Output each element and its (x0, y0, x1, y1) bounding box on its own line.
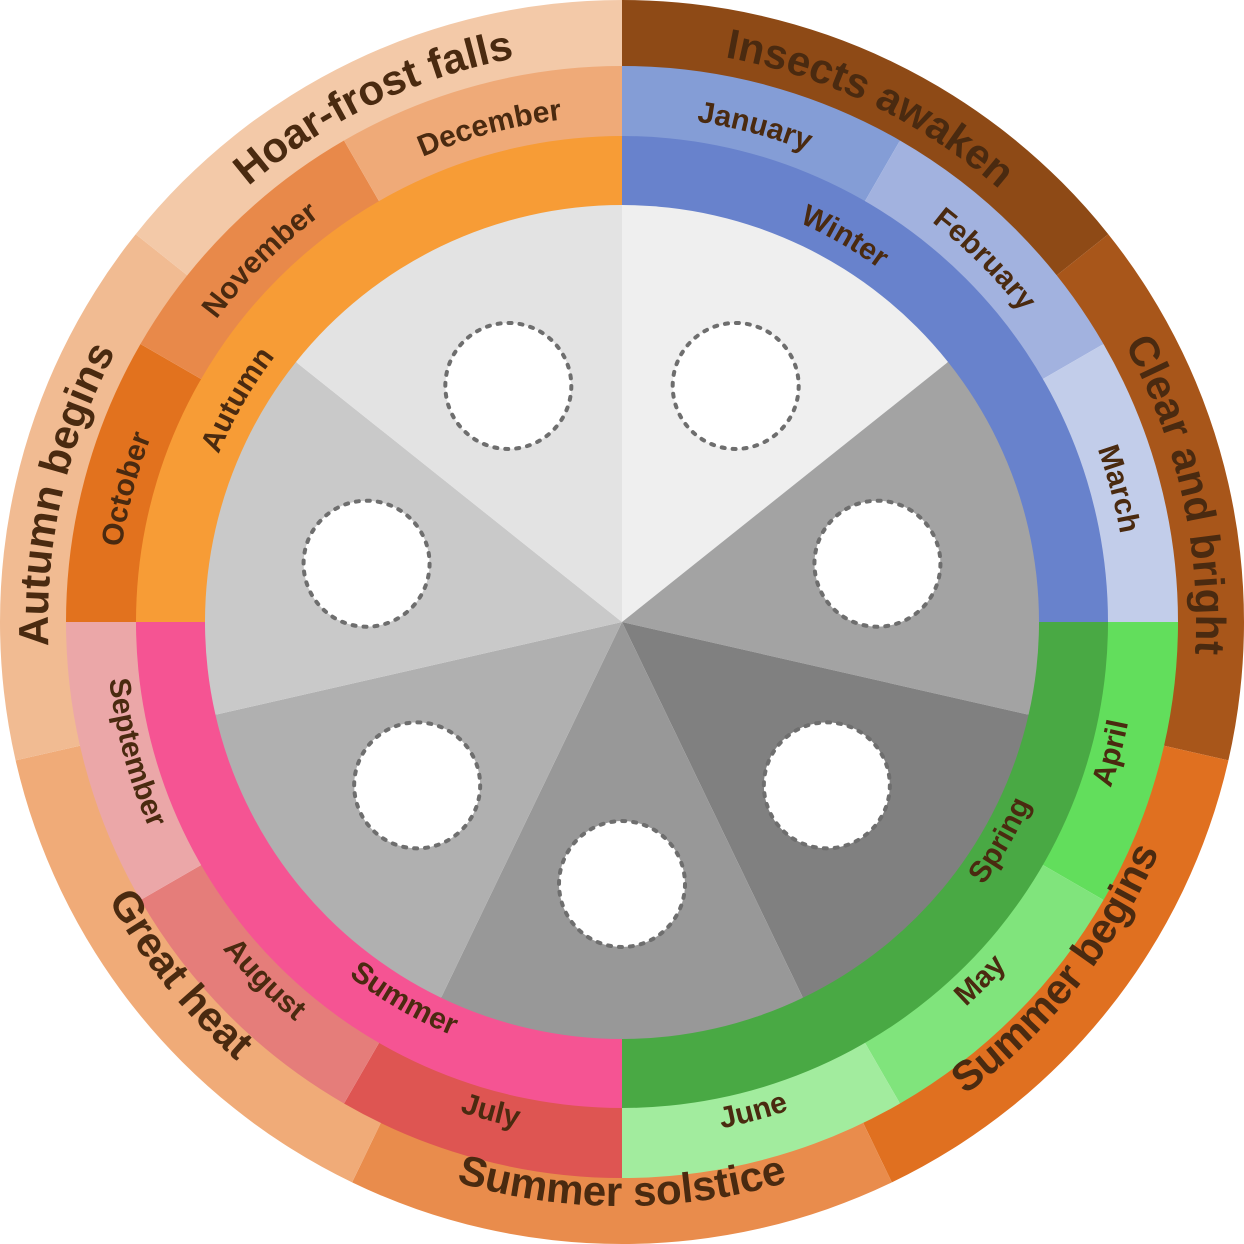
image-placeholder-1 (670, 320, 801, 451)
month-segment-april (1042, 622, 1178, 900)
season-segment-spring (622, 622, 1108, 1108)
month-segment-july (344, 1042, 622, 1178)
month-segment-march (1042, 344, 1178, 622)
seasons-ring (136, 136, 1108, 1108)
month-segment-october (66, 344, 202, 622)
term-segment-clear-and-bright (1055, 234, 1244, 761)
months-ring (66, 66, 1178, 1178)
month-segment-may (864, 864, 1104, 1104)
image-placeholder-3 (761, 720, 892, 851)
month-segment-february (864, 140, 1104, 380)
month-segment-november (140, 140, 380, 380)
image-placeholders (301, 320, 943, 949)
term-segment-summer-solstice (352, 1122, 892, 1244)
month-segment-september (66, 622, 202, 900)
image-placeholder-4 (557, 819, 687, 949)
month-segment-june (622, 1042, 900, 1178)
month-segment-january (622, 66, 900, 202)
month-segment-december (344, 66, 622, 202)
image-placeholder-6 (301, 498, 432, 629)
image-placeholder-2 (812, 498, 943, 629)
image-placeholder-7 (443, 320, 574, 451)
term-segment-hoar-frost-falls (135, 0, 623, 276)
season-segment-summer (136, 622, 622, 1108)
season-segment-autumn (136, 136, 622, 622)
term-segment-great-heat (15, 745, 382, 1183)
season-segment-winter (622, 136, 1108, 622)
month-segment-august (140, 864, 380, 1104)
term-segment-summer-begins (862, 745, 1229, 1183)
term-segment-insects-awaken (622, 0, 1109, 276)
image-placeholder-5 (352, 720, 483, 851)
term-segment-autumn-begins (0, 234, 189, 761)
